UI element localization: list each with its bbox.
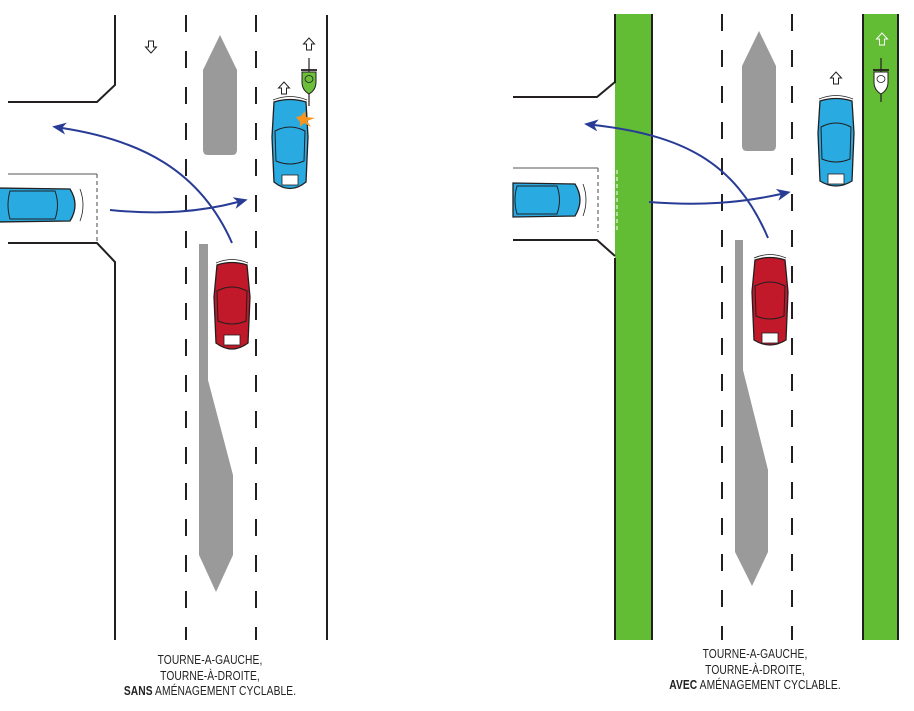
caption-line-1: TOURNE-A-GAUCHE, xyxy=(702,647,808,661)
left-turn-trajectory xyxy=(584,119,769,239)
diagram-without-bike-lane xyxy=(0,0,340,711)
traffic-island-upper xyxy=(203,35,237,155)
curb-upper-left xyxy=(8,15,116,103)
down-arrow-icon xyxy=(144,40,158,54)
caption-line-3: AVEC AMÉNAGEMENT CYCLABLE. xyxy=(632,678,878,694)
collision-star-icon xyxy=(296,111,315,127)
up-arrow-icon xyxy=(302,37,316,51)
bicycle-icon xyxy=(873,58,889,102)
diagram-with-bike-lane xyxy=(500,0,914,711)
caption-emphasis: SANS xyxy=(123,684,153,698)
bike-lane-right xyxy=(863,14,898,640)
car-icon-blue-side-road xyxy=(512,182,587,218)
caption-line-1: TOURNE-A-GAUCHE, xyxy=(157,653,263,667)
up-arrow-icon xyxy=(829,71,843,85)
caption-rest: AMÉNAGEMENT CYCLABLE. xyxy=(155,684,297,698)
right-turn-trajectory xyxy=(109,197,248,214)
car-icon-blue-side-road xyxy=(0,187,84,223)
curb-upper-left xyxy=(513,81,616,98)
traffic-island-lower xyxy=(199,244,233,592)
caption-rest: AMÉNAGEMENT CYCLABLE. xyxy=(699,678,841,692)
up-arrow-icon xyxy=(875,32,889,46)
car-icon-blue-straight xyxy=(271,96,309,190)
right-turn-trajectory xyxy=(648,188,791,205)
bicycle-icon xyxy=(301,58,317,106)
left-turn-trajectory xyxy=(52,122,233,244)
traffic-island-upper xyxy=(742,31,776,151)
bike-lane-left xyxy=(615,14,652,640)
curb-lower-left xyxy=(513,239,616,257)
car-icon-red-turning xyxy=(213,259,251,350)
car-icon-red-turning xyxy=(751,254,789,346)
up-arrow-icon xyxy=(277,81,291,95)
intersection-plan-without-bike-lane xyxy=(0,15,328,640)
curb-lower-left xyxy=(8,242,116,640)
caption-with-bike-lane: TOURNE-A-GAUCHE, TOURNE-À-DROITE, AVEC A… xyxy=(632,647,878,694)
caption-line-2: TOURNE-À-DROITE, xyxy=(705,662,805,677)
caption-emphasis: AVEC xyxy=(669,678,698,692)
caption-line-3: SANS AMÉNAGEMENT CYCLABLE. xyxy=(87,684,333,700)
car-icon-blue-straight xyxy=(817,95,855,187)
traffic-island-lower xyxy=(735,240,768,586)
caption-without-bike-lane: TOURNE-A-GAUCHE, TOURNE-À-DROITE, SANS A… xyxy=(87,653,333,700)
intersection-plan-with-bike-lane xyxy=(512,14,899,640)
caption-line-2: TOURNE-À-DROITE, xyxy=(160,668,260,683)
